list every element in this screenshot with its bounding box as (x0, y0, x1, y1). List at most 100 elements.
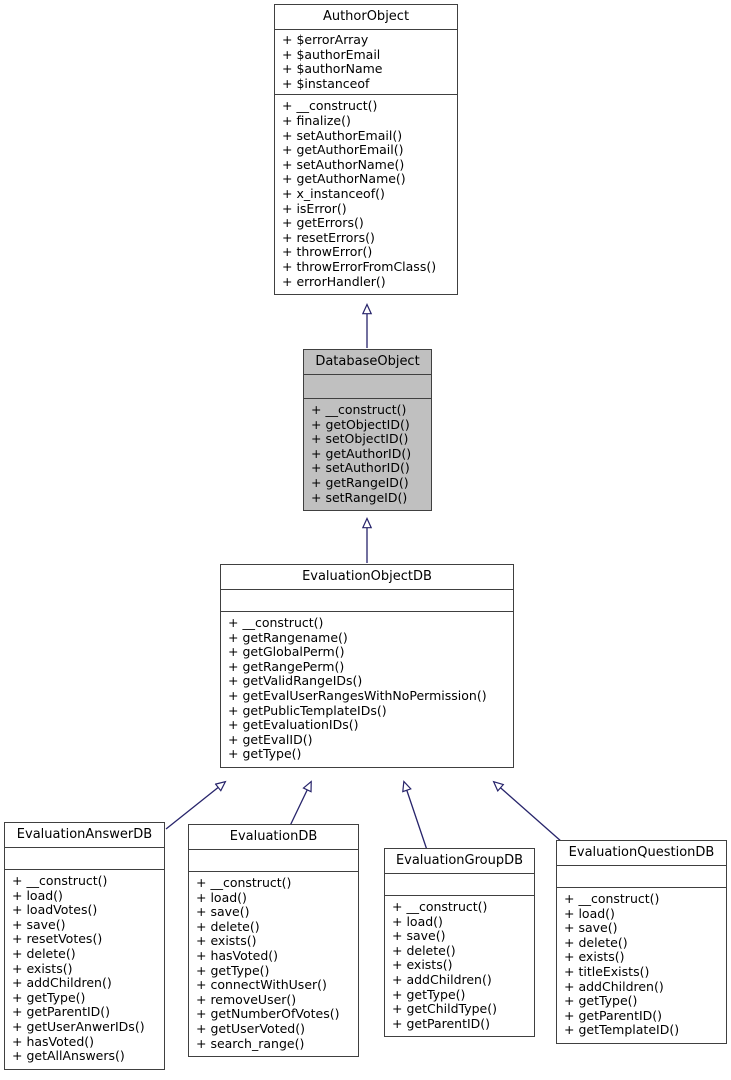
class-title-databaseobject: DatabaseObject (304, 350, 431, 375)
class-method: + setAuthorName() (282, 156, 405, 172)
class-method: + hasVoted() (12, 1033, 95, 1049)
class-box-evaluationanswerdb[interactable]: EvaluationAnswerDB + __construct() + loa… (4, 822, 165, 1070)
class-method: + exists() (564, 949, 625, 965)
class-attributes-evaluationanswerdb (5, 848, 164, 870)
class-attributes-evaluationgroupdb (385, 874, 534, 896)
class-method: + getAuthorEmail() (282, 142, 404, 158)
class-method: + getTemplateID() (564, 1022, 680, 1038)
class-method: + delete() (392, 942, 456, 958)
class-title-evaluationquestiondb: EvaluationQuestionDB (557, 841, 726, 866)
class-method: + throwErrorFromClass() (282, 258, 437, 274)
class-methods-authorobject: + __construct() + finalize() + setAuthor… (275, 95, 457, 294)
class-method: + addChildren() (564, 978, 664, 994)
class-method: + getValidRangeIDs() (228, 673, 363, 689)
class-method: + setAuthorID() (311, 460, 410, 476)
class-attributes-evaluationquestiondb (557, 866, 726, 888)
class-attributes-evaluationobjectdb (221, 590, 513, 612)
class-method: + __construct() (282, 98, 378, 114)
class-method: + getChildType() (392, 1001, 497, 1017)
class-method: + connectWithUser() (196, 977, 327, 993)
class-method: + throwError() (282, 244, 373, 260)
class-method: + getEvaluationIDs() (228, 717, 359, 733)
class-title-evaluationanswerdb: EvaluationAnswerDB (5, 823, 164, 848)
class-method: + setObjectID() (311, 431, 409, 447)
class-method: + getPublicTemplateIDs() (228, 702, 387, 718)
class-method: + getParentID() (392, 1015, 491, 1031)
edge-evaluationgroupdb-evaluationobjectdb (404, 782, 429, 854)
class-method: + getParentID() (564, 1007, 663, 1023)
class-method: + getObjectID() (311, 416, 410, 432)
edge-evaluationanswerdb-evaluationobjectdb (165, 782, 225, 830)
class-method: + exists() (392, 957, 453, 973)
class-attribute: + $authorEmail (282, 46, 381, 62)
class-method: + getEvalUserRangesWithNoPermission() (228, 687, 487, 703)
class-method: + getAllAnswers() (12, 1048, 125, 1064)
class-method: + getGlobalPerm() (228, 644, 345, 660)
class-method: + getType() (392, 986, 466, 1002)
class-method: + setRangeID() (311, 489, 408, 505)
class-method: + resetVotes() (12, 931, 103, 947)
class-box-evaluationgroupdb[interactable]: EvaluationGroupDB + __construct() + load… (384, 848, 535, 1038)
class-method: + titleExists() (564, 963, 650, 979)
class-method: + getErrors() (282, 215, 364, 231)
class-method: + __construct() (392, 899, 488, 914)
class-method: + getAuthorName() (282, 171, 406, 187)
class-method: + __construct() (564, 891, 660, 906)
class-title-evaluationobjectdb: EvaluationObjectDB (221, 565, 513, 590)
class-method: + finalize() (282, 112, 351, 128)
class-method: + save() (564, 920, 618, 936)
class-method: + delete() (12, 945, 76, 961)
class-method: + loadVotes() (12, 902, 98, 918)
class-method: + __construct() (196, 875, 292, 890)
class-box-evaluationquestiondb[interactable]: EvaluationQuestionDB + __construct() + l… (556, 840, 727, 1044)
class-method: + getParentID() (12, 1004, 111, 1020)
class-method: + hasVoted() (196, 947, 279, 963)
class-box-authorobject[interactable]: AuthorObject + $errorArray + $authorEmai… (274, 4, 458, 296)
class-box-databaseobject[interactable]: DatabaseObject + __construct() + getObje… (303, 349, 432, 512)
edge-evaluationquestiondb-evaluationobjectdb (494, 782, 563, 843)
class-methods-databaseobject: + __construct() + getObjectID() + setObj… (304, 399, 431, 510)
class-method: + getAuthorID() (311, 445, 412, 461)
class-method: + __construct() (12, 873, 108, 888)
class-method: + getType() (196, 962, 270, 978)
class-method: + removeUser() (196, 991, 297, 1007)
class-method: + getUserAnwerIDs() (12, 1018, 145, 1034)
class-method: + addChildren() (12, 975, 112, 991)
class-method: + getType() (228, 746, 302, 762)
class-method: + getType() (564, 993, 638, 1009)
class-method: + isError() (282, 200, 347, 216)
class-attributes-authorobject: + $errorArray + $authorEmail + $authorNa… (275, 30, 457, 96)
class-method: + addChildren() (392, 971, 492, 987)
class-method: + getEvalID() (228, 731, 313, 747)
class-method: + __construct() (228, 615, 324, 630)
class-attribute: + $errorArray (282, 32, 369, 47)
class-methods-evaluationquestiondb: + __construct() + load() + save() + dele… (557, 888, 726, 1043)
class-methods-evaluationobjectdb: + __construct() + getRangename() + getGl… (221, 612, 513, 767)
class-method: + save() (392, 928, 446, 944)
class-method: + __construct() (311, 402, 407, 417)
class-method: + delete() (196, 918, 260, 934)
class-method: + save() (196, 904, 250, 920)
edge-evaluationdb-evaluationobjectdb (287, 782, 311, 831)
class-attributes-databaseobject (304, 375, 431, 399)
class-methods-evaluationgroupdb: + __construct() + load() + save() + dele… (385, 896, 534, 1036)
class-method: + getRangename() (228, 629, 348, 645)
class-method: + x_instanceof() (282, 185, 385, 201)
class-method: + load() (12, 887, 63, 903)
class-method: + search_range() (196, 1035, 305, 1051)
class-method: + resetErrors() (282, 229, 375, 245)
class-method: + exists() (12, 960, 73, 976)
class-method: + getType() (12, 989, 86, 1005)
class-methods-evaluationanswerdb: + __construct() + load() + loadVotes() +… (5, 870, 164, 1069)
class-method: + getUserVoted() (196, 1020, 305, 1036)
class-attribute: + $authorName (282, 61, 383, 77)
class-methods-evaluationdb: + __construct() + load() + save() + dele… (189, 872, 358, 1056)
class-method: + delete() (564, 934, 628, 950)
class-method: + load() (564, 905, 615, 921)
class-method: + setAuthorEmail() (282, 127, 403, 143)
class-box-evaluationdb[interactable]: EvaluationDB + __construct() + load() + … (188, 824, 359, 1058)
class-box-evaluationobjectdb[interactable]: EvaluationObjectDB + __construct() + get… (220, 564, 514, 768)
class-method: + load() (196, 889, 247, 905)
class-method: + save() (12, 916, 66, 932)
